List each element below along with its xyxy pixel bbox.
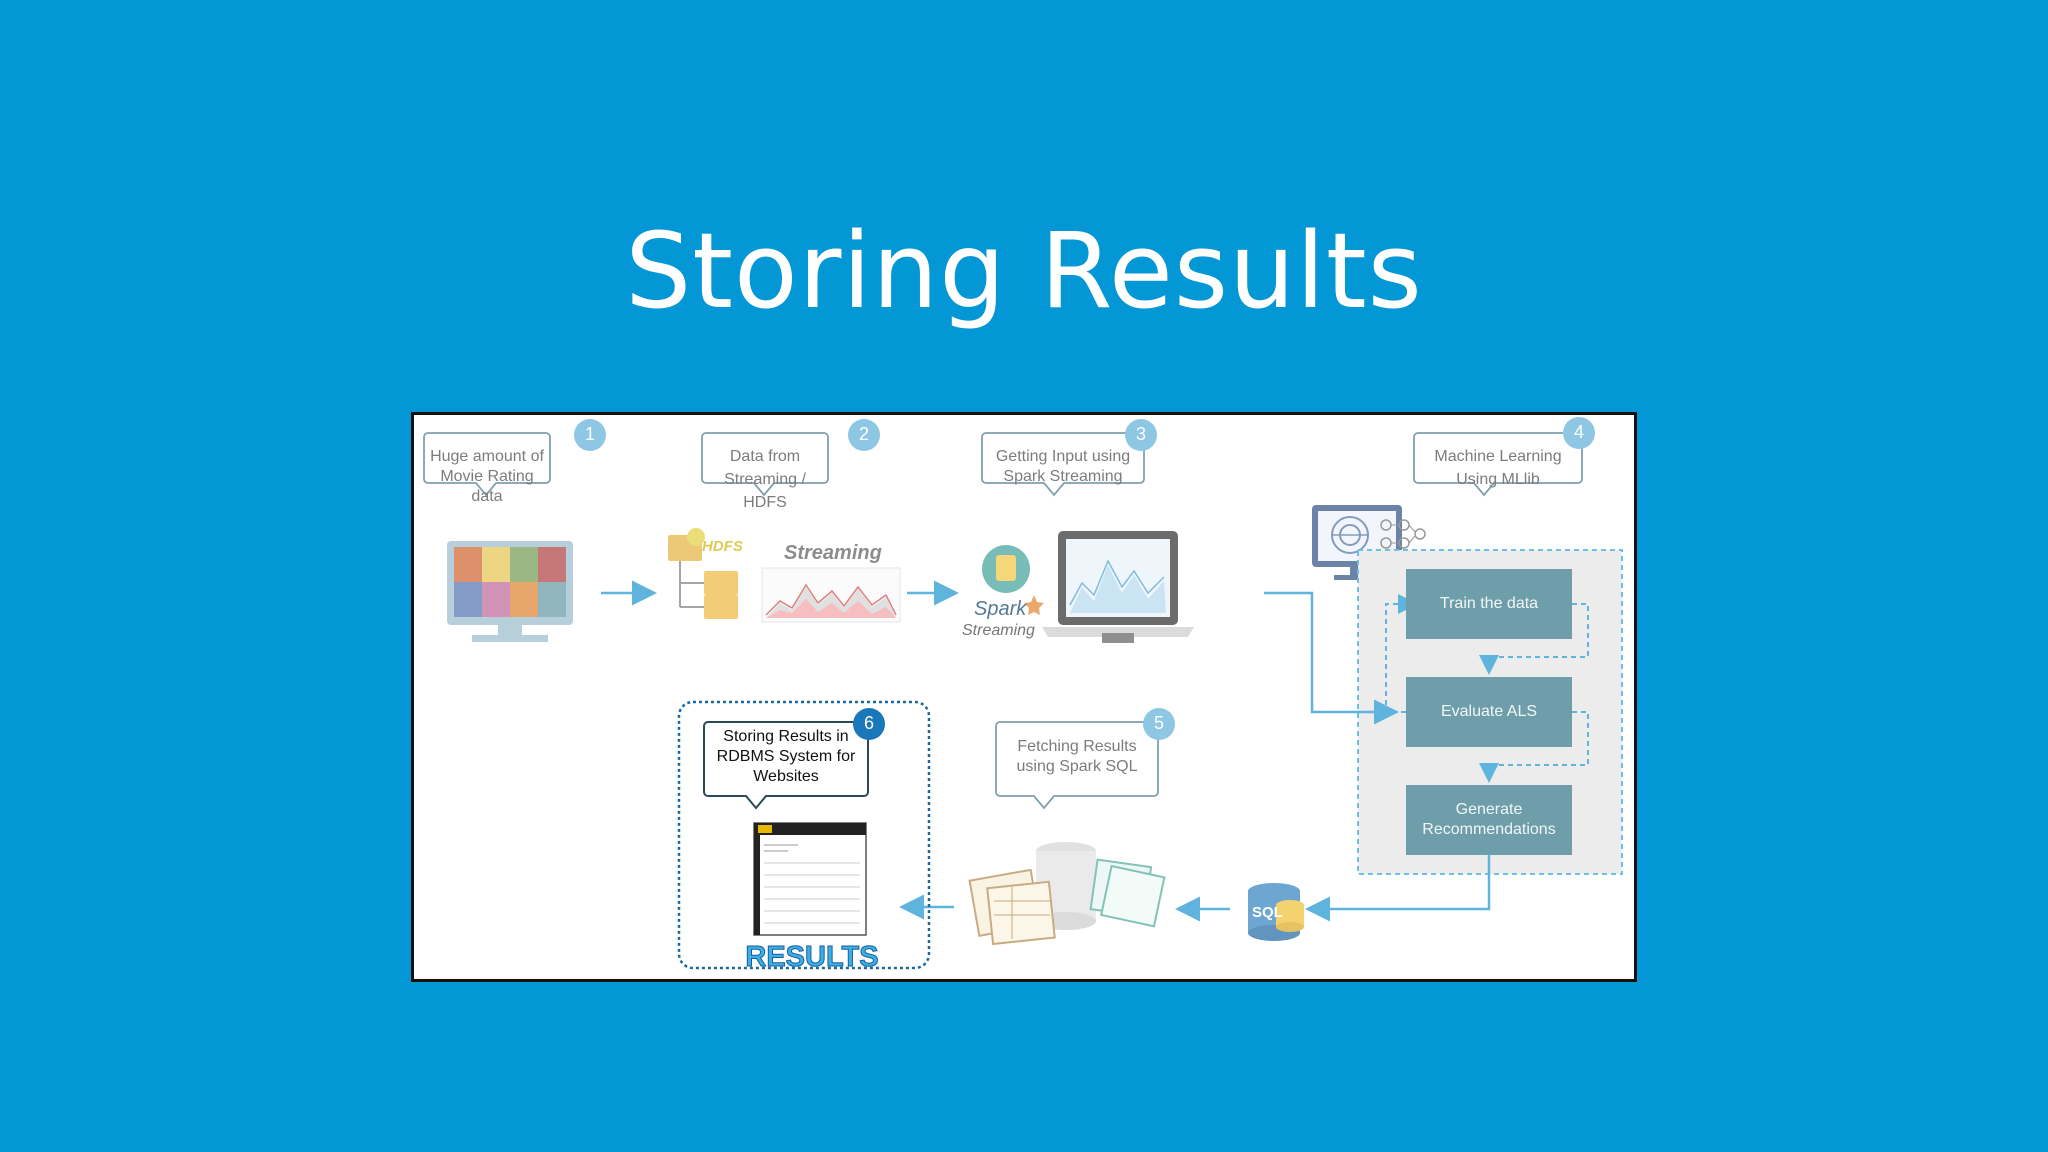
step-badge-2 (848, 419, 880, 451)
sql-database-icon (1248, 883, 1304, 941)
step-number-5: 5 (1153, 713, 1164, 733)
evaluate-box-label: Evaluate ALS (1440, 703, 1538, 720)
step-5-text: Fetching Results using Spark SQL (1016, 738, 1138, 775)
sql-label: SQL (1252, 904, 1283, 921)
step-number-2: 2 (858, 424, 869, 444)
step-number-3: 3 (1135, 424, 1146, 444)
step-4-text: Machine Learning Using MLlib (1434, 448, 1562, 488)
diagram-graphics: HDFS Streaming Spark Streaming (423, 417, 1623, 974)
slide-title: Storing Results (625, 210, 1423, 332)
step-badge-3 (1125, 419, 1157, 451)
train-box (1406, 569, 1572, 639)
step-badge-1 (574, 419, 606, 451)
spark-logo-icon (982, 545, 1044, 615)
laptop-icon (1042, 531, 1194, 643)
step-2-text: Data from Streaming / HDFS (724, 448, 806, 511)
spark-streaming-label: Streaming (962, 622, 1035, 639)
step-3-text: Getting Input using Spark Streaming (995, 448, 1131, 485)
bubble-2 (701, 432, 829, 497)
streaming-chart-icon (761, 567, 901, 623)
bubble-1 (423, 432, 551, 497)
spark-label: Spark (974, 598, 1027, 620)
results-label: RESULTS (745, 941, 878, 973)
generate-box-label: Generate Recommendations (1422, 801, 1556, 838)
data-tables-icon (968, 842, 1166, 946)
results-webpage-icon (753, 822, 867, 936)
hdfs-label: HDFS (702, 538, 743, 555)
step-number-6: 6 (863, 713, 874, 733)
train-box-label: Train the data (1439, 595, 1539, 612)
step-6-text: Storing Results in RDBMS System for Webs… (716, 728, 856, 785)
streaming-label: Streaming (784, 542, 882, 564)
generate-box (1406, 785, 1572, 855)
step-badge-5 (1143, 708, 1175, 740)
pipeline-diagram: HDFS Streaming Spark Streaming (411, 412, 1637, 982)
results-region (677, 700, 931, 970)
step-number-4: 4 (1573, 422, 1584, 442)
evaluate-box (1406, 677, 1572, 747)
hdfs-folders-icon (668, 528, 738, 619)
step-number-1: 1 (584, 424, 595, 444)
monitor-icon (447, 541, 573, 642)
step-badge-6 (853, 708, 885, 740)
step-badge-4 (1563, 417, 1595, 449)
step-1-text: Huge amount of Movie Rating data (430, 448, 544, 505)
